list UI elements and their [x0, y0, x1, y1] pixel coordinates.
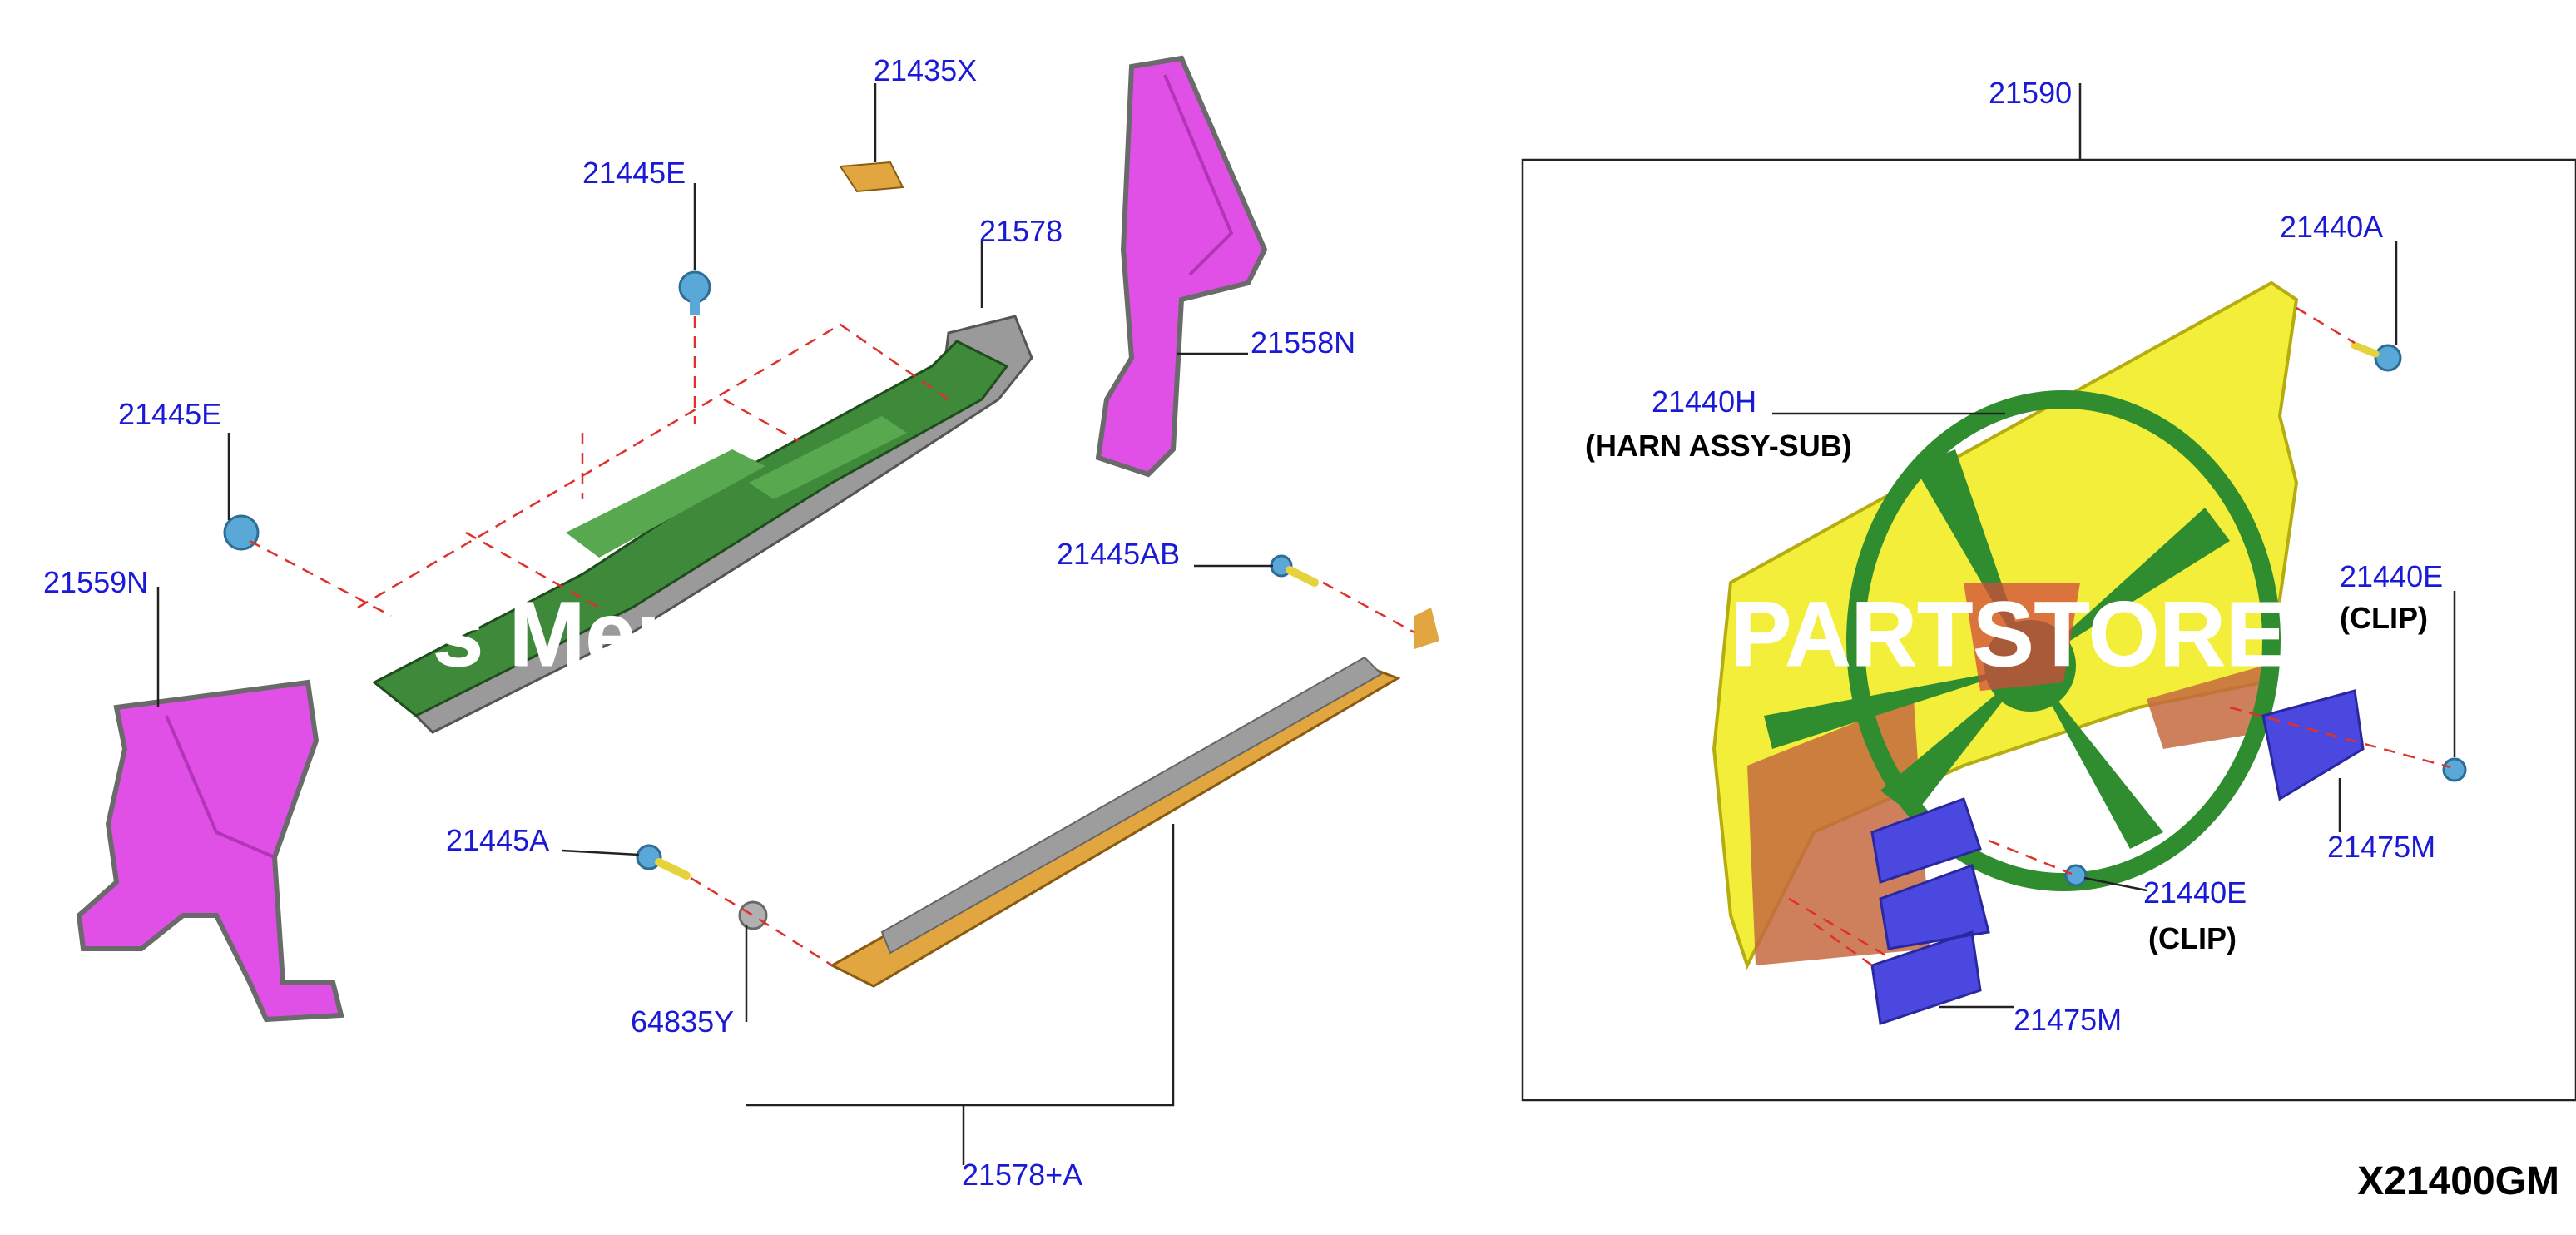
bracket-21475m-bottom[interactable]	[1870, 797, 1990, 1025]
clip-21440e-bottom[interactable]	[2064, 864, 2088, 887]
note-21440h: (HARN ASSY-SUB)	[1585, 429, 1852, 463]
part-21578-upper-panel[interactable]	[372, 315, 1033, 734]
diagram-code: X21400GM	[2357, 1159, 2559, 1203]
fan-assembly-box	[1521, 158, 2576, 1102]
label-21578a[interactable]: 21578+A	[962, 1158, 1082, 1192]
label-21445e-top[interactable]: 21445E	[582, 156, 686, 190]
bracket-21475m-right[interactable]	[2261, 689, 2365, 801]
part-21558n-seal[interactable]	[1095, 55, 1268, 478]
label-64835y[interactable]: 64835Y	[631, 1004, 734, 1039]
bolt-21445ab[interactable]	[1270, 554, 1319, 587]
bolt-21445a[interactable]	[636, 844, 691, 880]
label-21445ab[interactable]: 21445AB	[1057, 537, 1180, 571]
label-21475m-right[interactable]: 21475M	[2327, 830, 2435, 864]
part-21435x-pad[interactable]	[839, 161, 904, 193]
clip-21440a[interactable]	[2351, 341, 2402, 372]
clip-21445e-top[interactable]	[678, 270, 711, 315]
part-21578a-lower-support[interactable]	[829, 608, 1439, 988]
label-21475m-bottom[interactable]: 21475M	[2014, 1003, 2122, 1037]
clip-21440e-right[interactable]	[2442, 757, 2467, 782]
part-fan[interactable]	[1764, 390, 2281, 891]
label-21558n[interactable]: 21558N	[1251, 325, 1355, 360]
part-21559n-seal[interactable]	[76, 679, 344, 1023]
label-21440h[interactable]: 21440H	[1652, 384, 1756, 419]
clip-21445e-left[interactable]	[223, 514, 260, 551]
label-21435x[interactable]: 21435X	[874, 53, 977, 87]
label-21590[interactable]: 21590	[1989, 76, 2072, 110]
leader-lines	[156, 83, 2456, 1165]
assembly-lines	[249, 306, 2451, 967]
note-21440e-right: (CLIP)	[2340, 601, 2428, 635]
watermark-right: PARTSTORE	[1731, 583, 2286, 686]
label-21440e-bottom[interactable]: 21440E	[2143, 875, 2247, 910]
label-21445a[interactable]: 21445A	[446, 823, 549, 857]
label-21578[interactable]: 21578	[979, 214, 1063, 248]
label-21559n[interactable]: 21559N	[43, 565, 148, 599]
label-21445e-left[interactable]: 21445E	[118, 397, 221, 431]
label-21440a[interactable]: 21440A	[2280, 210, 2383, 244]
label-21440e-right[interactable]: 21440E	[2340, 559, 2443, 593]
note-21440e-bottom: (CLIP)	[2148, 921, 2237, 955]
grommet-64835y[interactable]	[738, 900, 768, 930]
watermark-left: s Merc	[433, 583, 723, 686]
